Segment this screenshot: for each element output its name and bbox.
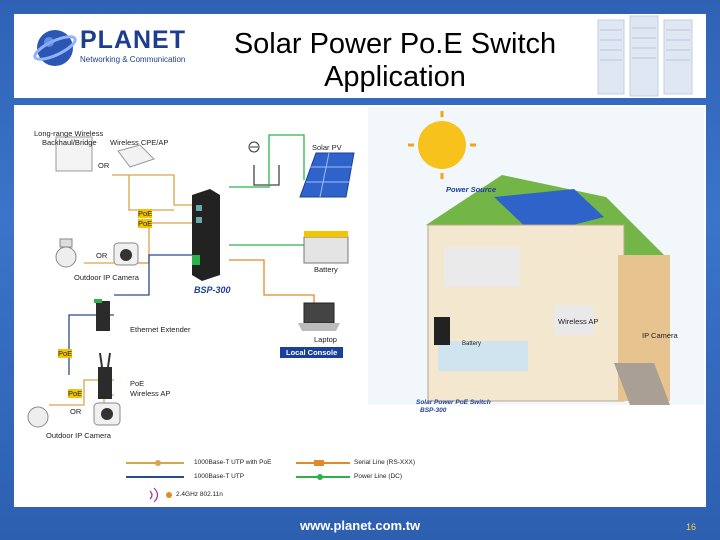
bsp-300-switch-icon bbox=[192, 189, 220, 281]
slide-title: Solar Power Po.E Switch Application bbox=[190, 28, 600, 94]
solar-house-illustration bbox=[368, 107, 704, 405]
legend-wifi: 2.4GHz 802.11n bbox=[176, 491, 223, 498]
wireless-bridge-icon bbox=[55, 136, 93, 172]
dome-camera-2-icon bbox=[27, 406, 49, 428]
legend-utp: 1000Base-T UTP bbox=[194, 473, 245, 480]
slide-title-line1: Solar Power Po.E Switch bbox=[233, 28, 557, 60]
label-wireless-cpe: Wireless CPE/AP bbox=[110, 138, 169, 147]
server-rack-decoration bbox=[578, 14, 706, 98]
label-poe-ap-line2: Wireless AP bbox=[130, 389, 171, 398]
poe-wireless-ap-icon bbox=[98, 352, 112, 399]
label-wireless-ap: Wireless AP bbox=[558, 317, 599, 326]
label-local-console: Local Console bbox=[280, 347, 344, 358]
dome-camera-icon bbox=[55, 238, 77, 268]
label-laptop: Laptop bbox=[314, 335, 337, 344]
legend-utp-poe: 1000Base-T UTP with PoE bbox=[194, 459, 272, 466]
planet-logo bbox=[30, 22, 180, 78]
network-diagram bbox=[27, 107, 704, 503]
label-or-1: OR bbox=[98, 161, 110, 170]
logo-tagline: Networking & Communication bbox=[80, 55, 186, 64]
label-poe-4: PoE bbox=[68, 389, 83, 398]
label-outdoor-camera-1: Outdoor IP Camera bbox=[74, 273, 139, 282]
label-house-switch: Solar Power PoE Switch bbox=[416, 399, 491, 406]
legend bbox=[126, 460, 350, 503]
label-poe-1: PoE bbox=[138, 209, 153, 218]
label-house-switch-model: BSP-300 bbox=[420, 407, 447, 414]
label-house-battery: Battery bbox=[462, 341, 482, 347]
label-or-3: OR bbox=[70, 407, 82, 416]
legend-serial: Serial Line (RS-XXX) bbox=[354, 459, 416, 466]
label-poe-2: PoE bbox=[138, 219, 153, 228]
laptop-icon bbox=[298, 302, 340, 331]
page-number: 16 bbox=[686, 522, 697, 532]
logo-wordmark: PLANET bbox=[80, 26, 186, 54]
label-backhaul: Backhaul/Bridge bbox=[42, 138, 97, 147]
ground-icon bbox=[248, 141, 260, 153]
label-ip-camera: IP Camera bbox=[642, 331, 678, 340]
globe-icon bbox=[33, 30, 77, 66]
wireless-cpe-icon bbox=[117, 144, 155, 168]
label-long-range: Long-range Wireless bbox=[34, 129, 104, 138]
label-poe-ap-line1: PoE bbox=[130, 379, 145, 388]
label-bsp-300: BSP-300 bbox=[194, 285, 231, 295]
label-solar-pv: Solar PV bbox=[312, 143, 342, 152]
bullet-camera-icon bbox=[113, 242, 139, 266]
label-ethernet-extender: Ethernet Extender bbox=[130, 325, 191, 334]
label-outdoor-camera-2: Outdoor IP Camera bbox=[46, 431, 111, 440]
legend-power: Power Line (DC) bbox=[354, 473, 403, 480]
ethernet-extender-icon bbox=[94, 299, 110, 331]
label-poe-3: PoE bbox=[58, 349, 73, 358]
bullet-camera-2-icon bbox=[93, 402, 121, 426]
label-power-source: Power Source bbox=[446, 185, 497, 194]
label-battery: Battery bbox=[314, 265, 338, 274]
label-or-2: OR bbox=[96, 251, 108, 260]
solar-panel-icon bbox=[299, 152, 355, 198]
diagram-panel: Long-range Wireless Backhaul/Bridge Wire… bbox=[14, 105, 706, 507]
slide-title-line2: Application bbox=[324, 61, 466, 93]
footer-url: www.planet.com.tw bbox=[300, 518, 421, 533]
battery-icon bbox=[303, 231, 349, 264]
